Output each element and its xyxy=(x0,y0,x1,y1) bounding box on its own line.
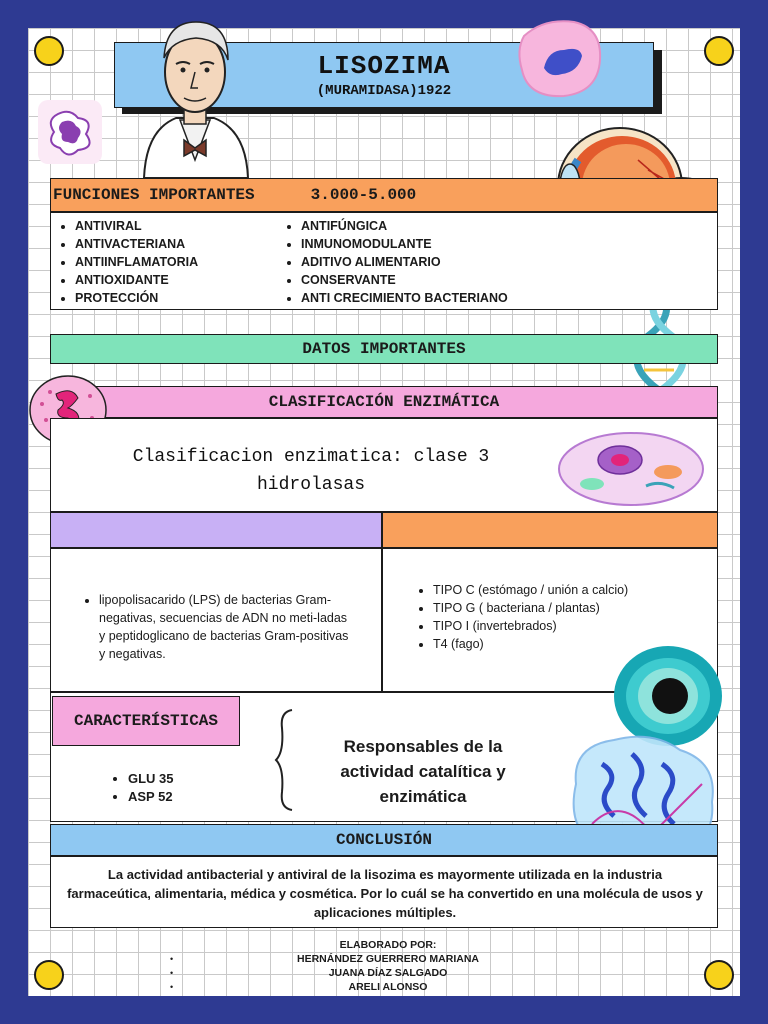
clasificacion-header: CLASIFICACIÓN ENZIMÁTICA xyxy=(50,386,718,418)
footer-name: ARELI ALONSO xyxy=(348,981,428,993)
clasificacion-heading: CLASIFICACIÓN ENZIMÁTICA xyxy=(268,393,500,411)
list-item: CONSERVANTE xyxy=(301,271,543,289)
funciones-heading: FUNCIONES IMPORTANTES xyxy=(53,186,255,204)
clasificacion-line-2: hidrolasas xyxy=(256,475,366,495)
conclusion-heading: CONCLUSIÓN xyxy=(335,831,432,849)
neutrophil-cell-icon xyxy=(38,100,102,164)
funciones-list-1: ANTIVIRAL ANTIVACTERIANA ANTIINFLAMATORI… xyxy=(57,217,277,307)
conclusion-box: La actividad antibacterial y antiviral d… xyxy=(50,856,718,928)
caracteristicas-description: Responsables de la actividad catalítica … xyxy=(340,737,506,806)
list-item: ASP 52 xyxy=(128,788,230,806)
list-item: ANTIINFLAMATORIA xyxy=(75,253,277,271)
footer-bullets: • • • xyxy=(170,952,173,994)
sustrato-box: lipopolisacarido (LPS) de bacterias Gram… xyxy=(50,548,382,692)
tipos-list: TIPO C (estómago / unión a calcio) TIPO … xyxy=(415,581,705,653)
list-item: INMUNOMODULANTE xyxy=(301,235,543,253)
list-item: lipopolisacarido (LPS) de bacterias Gram… xyxy=(99,591,351,663)
funciones-list-2: ANTIFÚNGICA INMUNOMODULANTE ADITIVO ALIM… xyxy=(283,217,543,307)
clasificacion-box: Clasificacion enzimatica: clase 3 hidrol… xyxy=(50,418,718,512)
corner-dot-top-right xyxy=(704,36,734,66)
footer-name: HERNÁNDEZ GUERRERO MARIANA xyxy=(296,953,479,965)
clasificacion-text: Clasificacion enzimatica: clase 3 hidrol… xyxy=(51,443,571,499)
lymphocyte-cell-icon xyxy=(518,20,602,98)
list-item: T4 (fago) xyxy=(433,635,705,653)
page-subtitle: (MURAMIDASA)1922 xyxy=(316,83,452,99)
funciones-header: FUNCIONES IMPORTANTES 3.000-5.000 xyxy=(50,178,718,212)
footer-credits: ELABORADO POR: HERNÁNDEZ GUERRERO MARIAN… xyxy=(250,938,526,994)
funciones-list-box: ANTIVIRAL ANTIVACTERIANA ANTIINFLAMATORI… xyxy=(50,212,718,310)
corner-dot-bottom-right xyxy=(704,960,734,990)
footer-name: JUANA DÍAZ SALGADO xyxy=(328,967,448,979)
clasificacion-line-1: Clasificacion enzimatica: clase 3 xyxy=(132,447,490,467)
corner-dot-bottom-left xyxy=(34,960,64,990)
list-item: TIPO G ( bacteriana / plantas) xyxy=(433,599,705,617)
list-item: PROTECCIÓN xyxy=(75,289,277,307)
bullet-icon: • xyxy=(170,954,174,964)
list-item: ANTI CRECIMIENTO BACTERIANO xyxy=(301,289,543,307)
animal-cell-icon xyxy=(558,432,704,506)
conclusion-text: La actividad antibacterial y antiviral d… xyxy=(67,867,703,920)
bullet-icon: • xyxy=(170,982,174,992)
tipos-box: TIPO C (estómago / unión a calcio) TIPO … xyxy=(382,548,718,692)
tipos-header xyxy=(382,512,718,548)
list-item: ANTIOXIDANTE xyxy=(75,271,277,289)
footer-label: ELABORADO POR: xyxy=(339,939,437,951)
conclusion-header: CONCLUSIÓN xyxy=(50,824,718,856)
sustrato-header xyxy=(50,512,382,548)
caracteristicas-header: CARACTERÍSTICAS xyxy=(52,696,240,746)
corner-dot-top-left xyxy=(34,36,64,66)
funciones-range: 3.000-5.000 xyxy=(310,186,417,204)
sustrato-list: lipopolisacarido (LPS) de bacterias Gram… xyxy=(81,591,351,663)
caracteristicas-list: GLU 35 ASP 52 xyxy=(110,770,230,806)
curly-brace-icon xyxy=(274,709,293,811)
bullet-icon: • xyxy=(170,968,174,978)
page-title: LISOZIMA xyxy=(317,51,451,81)
datos-header: DATOS IMPORTANTES xyxy=(50,334,718,364)
list-item: ANTIVIRAL xyxy=(75,217,277,235)
list-item: ANTIFÚNGICA xyxy=(301,217,543,235)
iris-eye-icon xyxy=(614,646,722,746)
scientist-portrait-icon xyxy=(142,21,250,178)
datos-heading: DATOS IMPORTANTES xyxy=(302,340,466,358)
caracteristicas-heading: CARACTERÍSTICAS xyxy=(73,712,219,730)
list-item: GLU 35 xyxy=(128,770,230,788)
list-item: TIPO I (invertebrados) xyxy=(433,617,705,635)
list-item: ADITIVO ALIMENTARIO xyxy=(301,253,543,271)
list-item: ANTIVACTERIANA xyxy=(75,235,277,253)
list-item: TIPO C (estómago / unión a calcio) xyxy=(433,581,705,599)
